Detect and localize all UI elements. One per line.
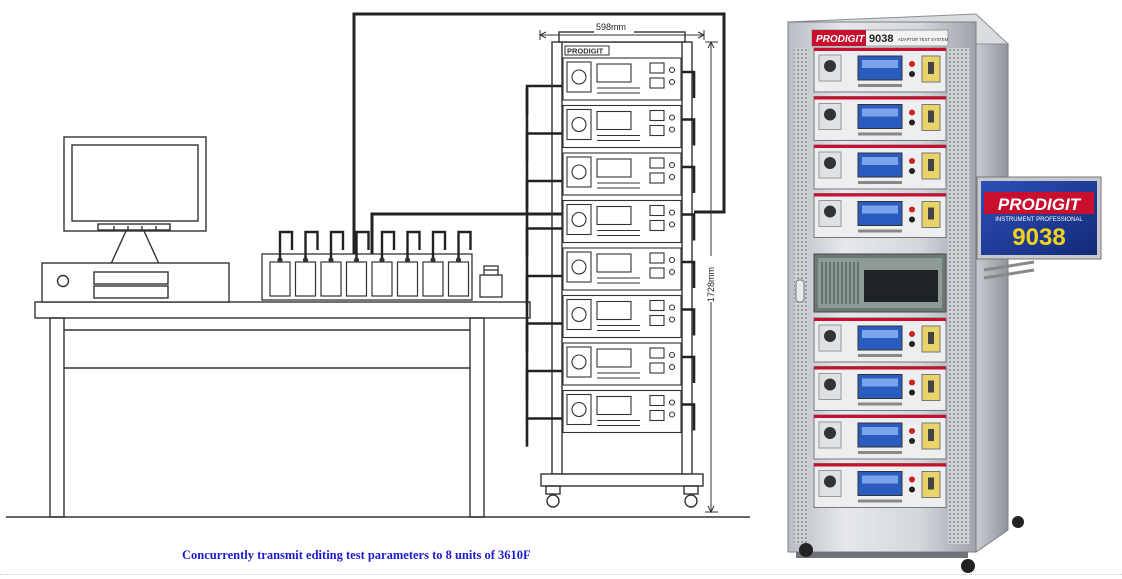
splitter-port	[269, 230, 294, 297]
badge-tagline: INSTRUMENT PROFESSIONAL	[995, 217, 1083, 223]
rack-cable	[682, 213, 696, 241]
rack-cable	[682, 70, 696, 98]
pc-case-icon	[41, 262, 230, 303]
splitter-port	[345, 230, 370, 297]
splitter-port	[371, 230, 396, 297]
cabinet-casters	[796, 516, 1024, 573]
splitter-port	[422, 230, 447, 297]
rack-unit	[562, 57, 682, 101]
badge-bracket	[983, 260, 1035, 280]
table	[34, 301, 531, 518]
badge-brand: PRODIGIT	[998, 195, 1082, 214]
converter-box-icon	[479, 265, 503, 298]
rack-cable	[525, 179, 562, 210]
photo-unit	[813, 96, 947, 141]
splitter-port	[396, 230, 421, 297]
rack-units	[562, 57, 682, 434]
rack-unit	[562, 294, 682, 339]
rack-cable	[682, 403, 696, 431]
width-dimension-line	[538, 30, 706, 40]
splitter-ports	[269, 230, 472, 297]
rack-cable	[682, 260, 696, 288]
photo-units-upper	[813, 47, 947, 238]
badge-model: 9038	[1012, 224, 1065, 251]
header-subtitle: ADAPTOR TEST SYSTEM	[898, 37, 949, 42]
width-dimension-label: 598mm	[596, 22, 626, 32]
rack-unit	[562, 152, 682, 196]
height-dimension-label: 1728mm	[706, 267, 716, 302]
perforated-strip-right	[948, 48, 970, 544]
rack-cable	[682, 165, 696, 193]
rack-cable	[525, 132, 562, 162]
setup-drawing: PRODIGIT 598mm 1728mm	[6, 12, 750, 518]
door-handle	[795, 279, 805, 303]
photo-unit	[813, 193, 947, 238]
monitor-icon	[63, 136, 207, 267]
rack-cable	[682, 118, 696, 146]
photo-units-lower	[813, 317, 947, 508]
splitter-port	[320, 230, 345, 297]
cabinet-photo: PRODIGIT 9038 ADAPTOR TEST SYSTEM	[786, 13, 1102, 573]
control-cables	[352, 12, 726, 254]
middle-chassis	[813, 253, 947, 313]
bottom-divider	[0, 574, 1122, 575]
rack-unit	[562, 247, 682, 291]
rack-cable	[525, 417, 562, 447]
rack-cable	[525, 274, 562, 305]
rack-unit	[562, 342, 682, 386]
rack-cable	[682, 355, 696, 383]
photo-unit	[813, 366, 947, 411]
header-brand: PRODIGIT	[816, 34, 865, 45]
caption-text: Concurrently transmit editing test param…	[182, 548, 531, 562]
splitter-port	[294, 230, 319, 297]
rack-cables	[525, 70, 696, 447]
rack-cable	[682, 308, 696, 336]
rack-cable	[525, 322, 562, 352]
rack-cable	[525, 84, 562, 115]
photo-unit	[813, 144, 947, 190]
rack-unit	[562, 199, 682, 244]
photo-unit	[813, 463, 947, 508]
header-model: 9038	[869, 33, 893, 45]
photo-unit	[813, 47, 947, 93]
splitter-port	[447, 230, 472, 297]
rack-unit	[562, 389, 682, 434]
rack-cable	[525, 369, 562, 400]
cabinet-side-panel	[975, 16, 1009, 553]
rack-logo: PRODIGIT	[567, 47, 604, 56]
rack-unit	[562, 104, 682, 149]
prodigit-badge: PRODIGIT INSTRUMENT PROFESSIONAL 9038	[976, 176, 1102, 260]
photo-unit	[813, 414, 947, 460]
photo-unit	[813, 317, 947, 363]
rack-cable	[525, 227, 562, 257]
